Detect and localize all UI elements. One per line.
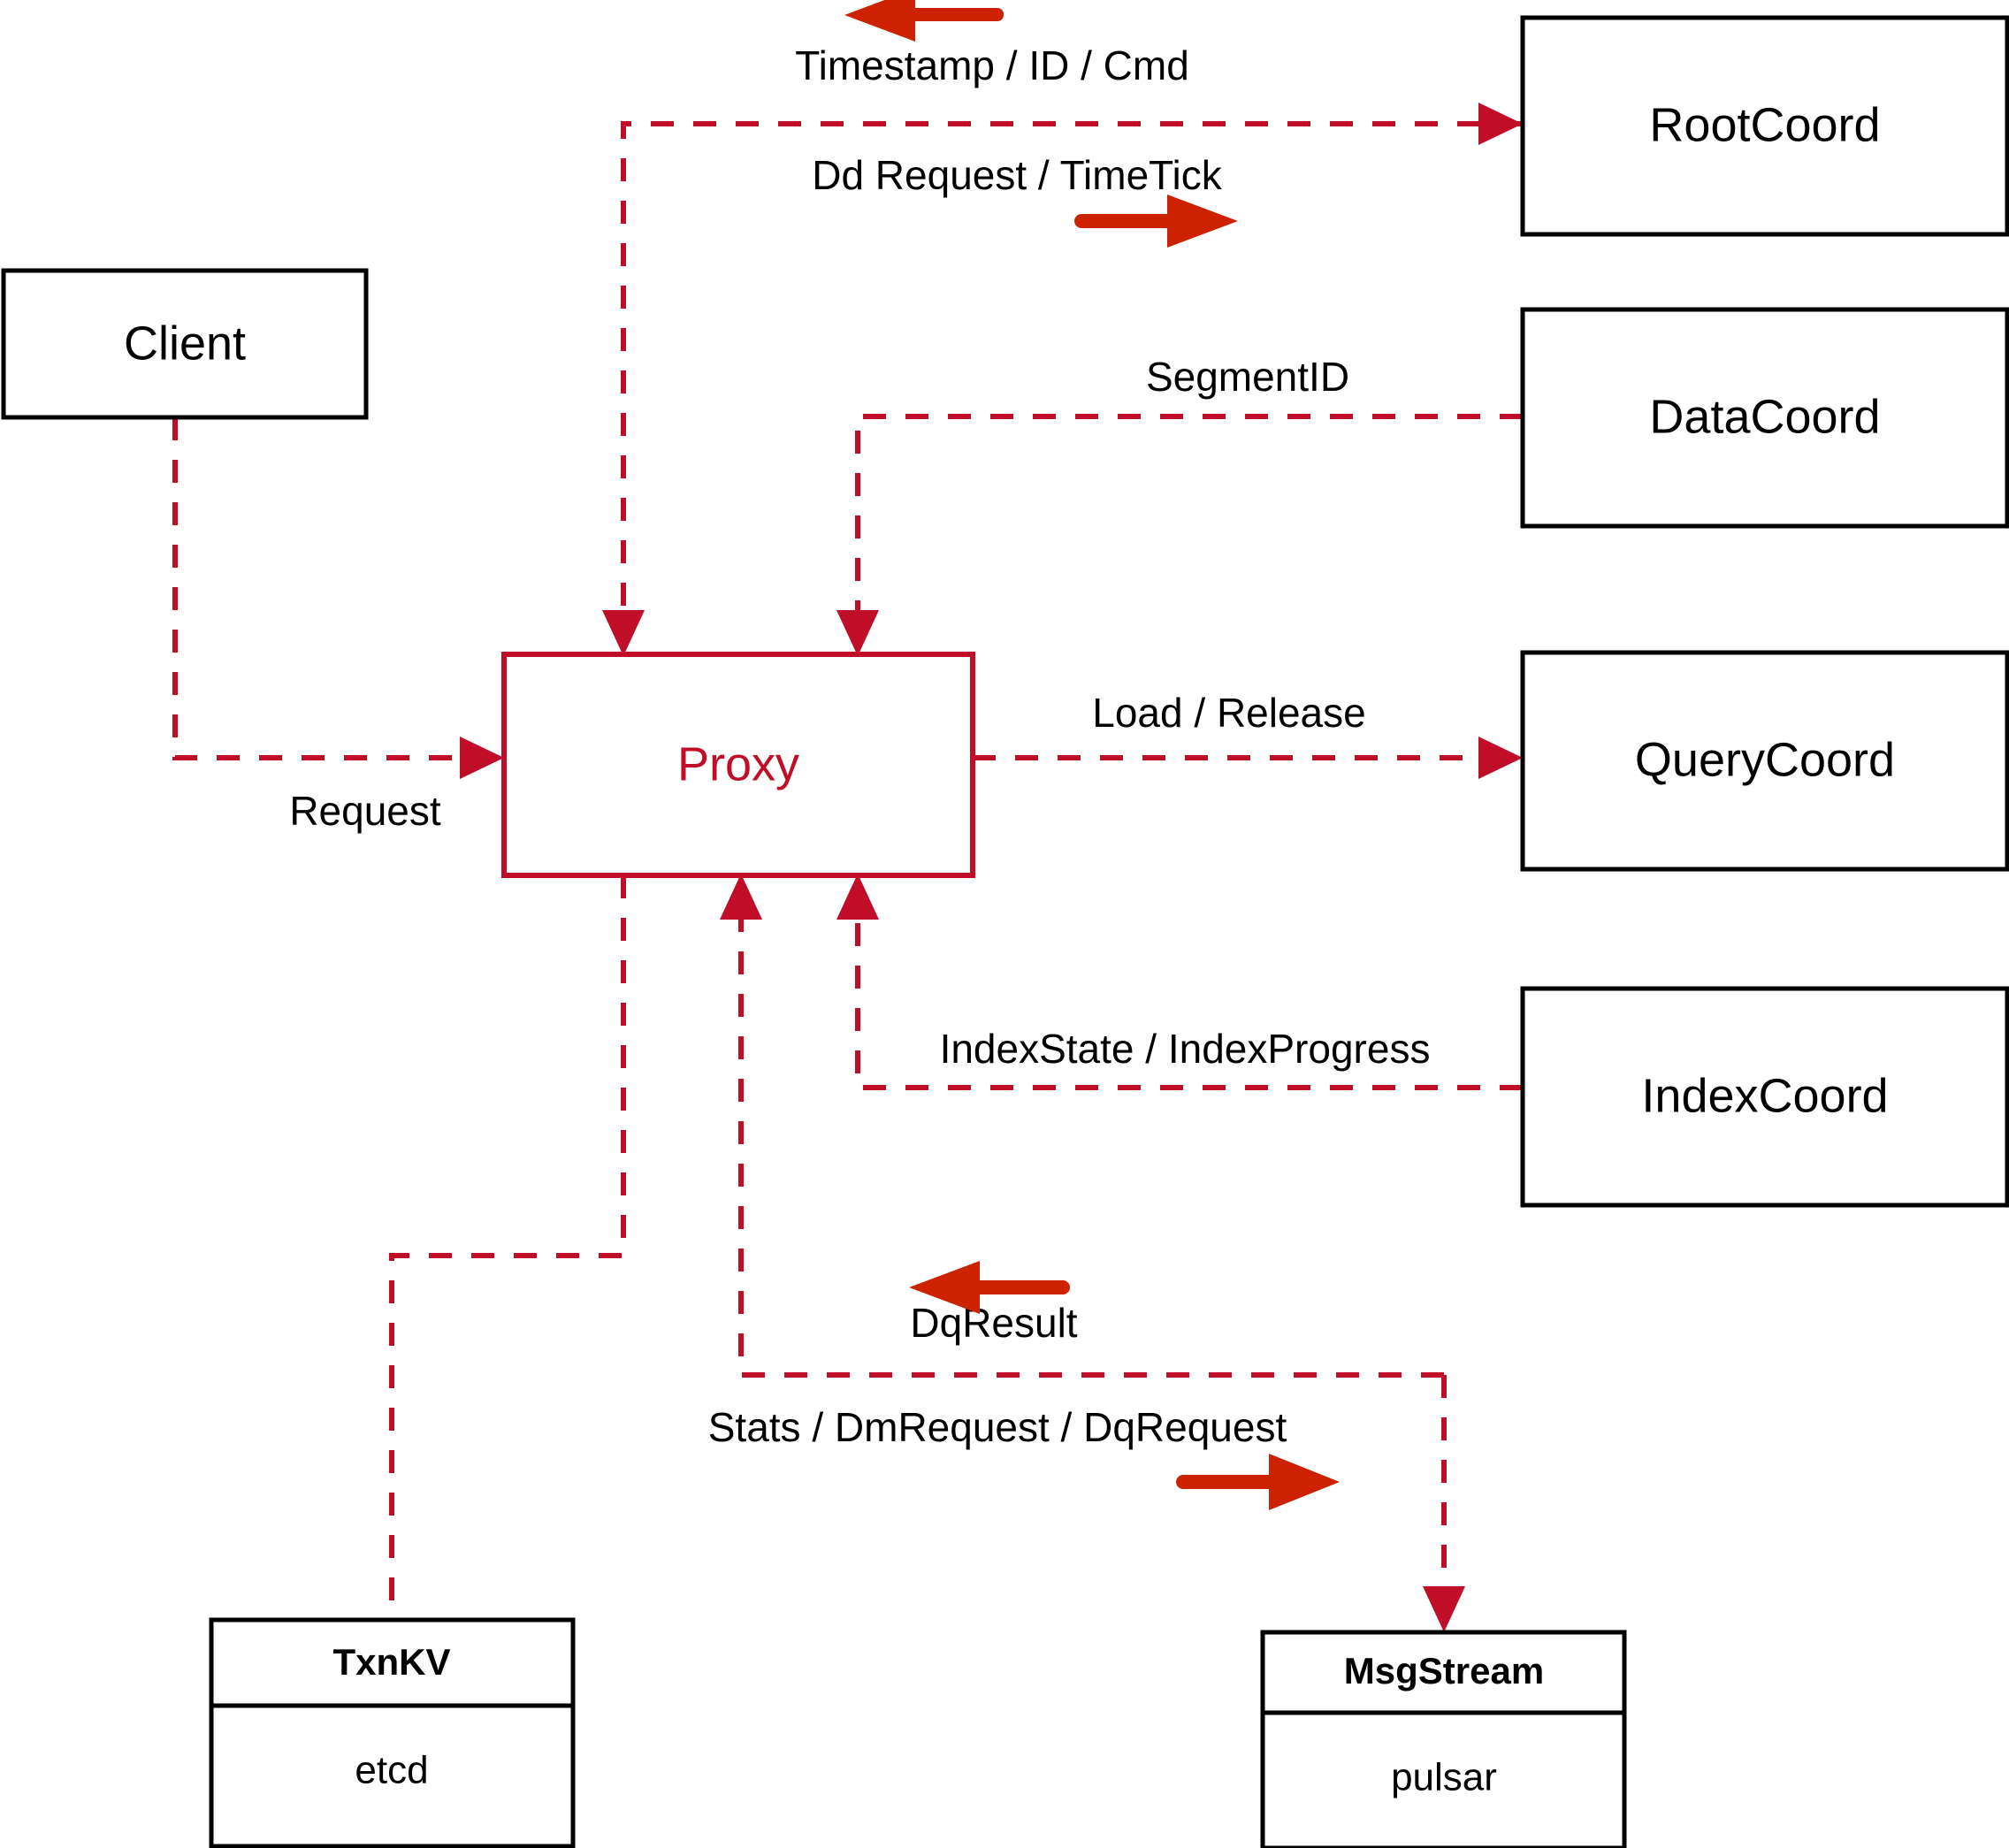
node-txnkv-body: etcd [355, 1749, 428, 1792]
arrowhead-msgstream-top [1423, 1586, 1465, 1632]
node-querycoord-label: QueryCoord [1635, 733, 1895, 786]
arrowhead-proxy-top-right [836, 610, 879, 656]
edge-label-dd-request-timetick: Dd Request / TimeTick [812, 152, 1223, 198]
node-txnkv-title: TxnKV [332, 1641, 450, 1683]
flow-msgstream-to-proxy [738, 895, 1444, 1378]
node-querycoord[interactable] [1520, 650, 2009, 872]
node-datacoord[interactable] [1520, 307, 2009, 529]
edge-label-timestamp-id-cmd: Timestamp / ID / Cmd [795, 42, 1189, 88]
node-datacoord-label: DataCoord [1649, 390, 1880, 443]
edge-label-dqresult: DqResult [910, 1300, 1077, 1346]
direction-arrow-left-timestamp [844, 0, 1004, 42]
node-indexcoord[interactable] [1520, 986, 2009, 1208]
arrowhead-rootcoord-left [1478, 103, 1523, 145]
flow-rootcoord-to-proxy [621, 121, 1523, 635]
edge-label-segmentid: SegmentID [1146, 354, 1349, 400]
node-rootcoord-label: RootCoord [1649, 98, 1880, 151]
direction-arrow-left-dqresult [909, 1261, 1070, 1314]
direction-arrow-right-dmrequest [1176, 1454, 1340, 1510]
edge-label-stats-dmrequest-dqrequest: Stats / DmRequest / DqRequest [708, 1404, 1287, 1450]
arrowhead-querycoord-left [1478, 737, 1523, 779]
flow-proxy-to-txnkv [389, 875, 626, 1620]
edge-label-request: Request [289, 788, 441, 834]
flow-client-to-proxy [172, 417, 485, 760]
node-indexcoord-label: IndexCoord [1641, 1069, 1888, 1122]
edge-label-indexstate-indexprogress: IndexState / IndexProgress [940, 1026, 1431, 1072]
flow-indexcoord-to-proxy [855, 895, 1523, 1090]
node-msgstream-title: MsgStream [1344, 1650, 1544, 1691]
node-msgstream[interactable] [1260, 1630, 1627, 1848]
edge-label-load-release: Load / Release [1092, 690, 1365, 736]
node-txnkv[interactable] [209, 1617, 576, 1848]
arrowhead-proxy-top-left [602, 610, 645, 656]
node-client[interactable] [1, 268, 369, 420]
node-proxy-label: Proxy [677, 737, 799, 790]
node-proxy[interactable] [501, 652, 975, 878]
node-client-label: Client [124, 317, 246, 370]
node-msgstream-body: pulsar [1391, 1756, 1497, 1799]
flow-datacoord-to-proxy [855, 414, 1523, 635]
direction-arrow-right-ddrequest [1074, 195, 1238, 248]
arrowhead-proxy-left [460, 737, 504, 779]
node-rootcoord[interactable] [1520, 15, 2009, 237]
arrowhead-proxy-bottom-left [720, 874, 762, 920]
arrowhead-proxy-bottom-right [836, 874, 879, 920]
